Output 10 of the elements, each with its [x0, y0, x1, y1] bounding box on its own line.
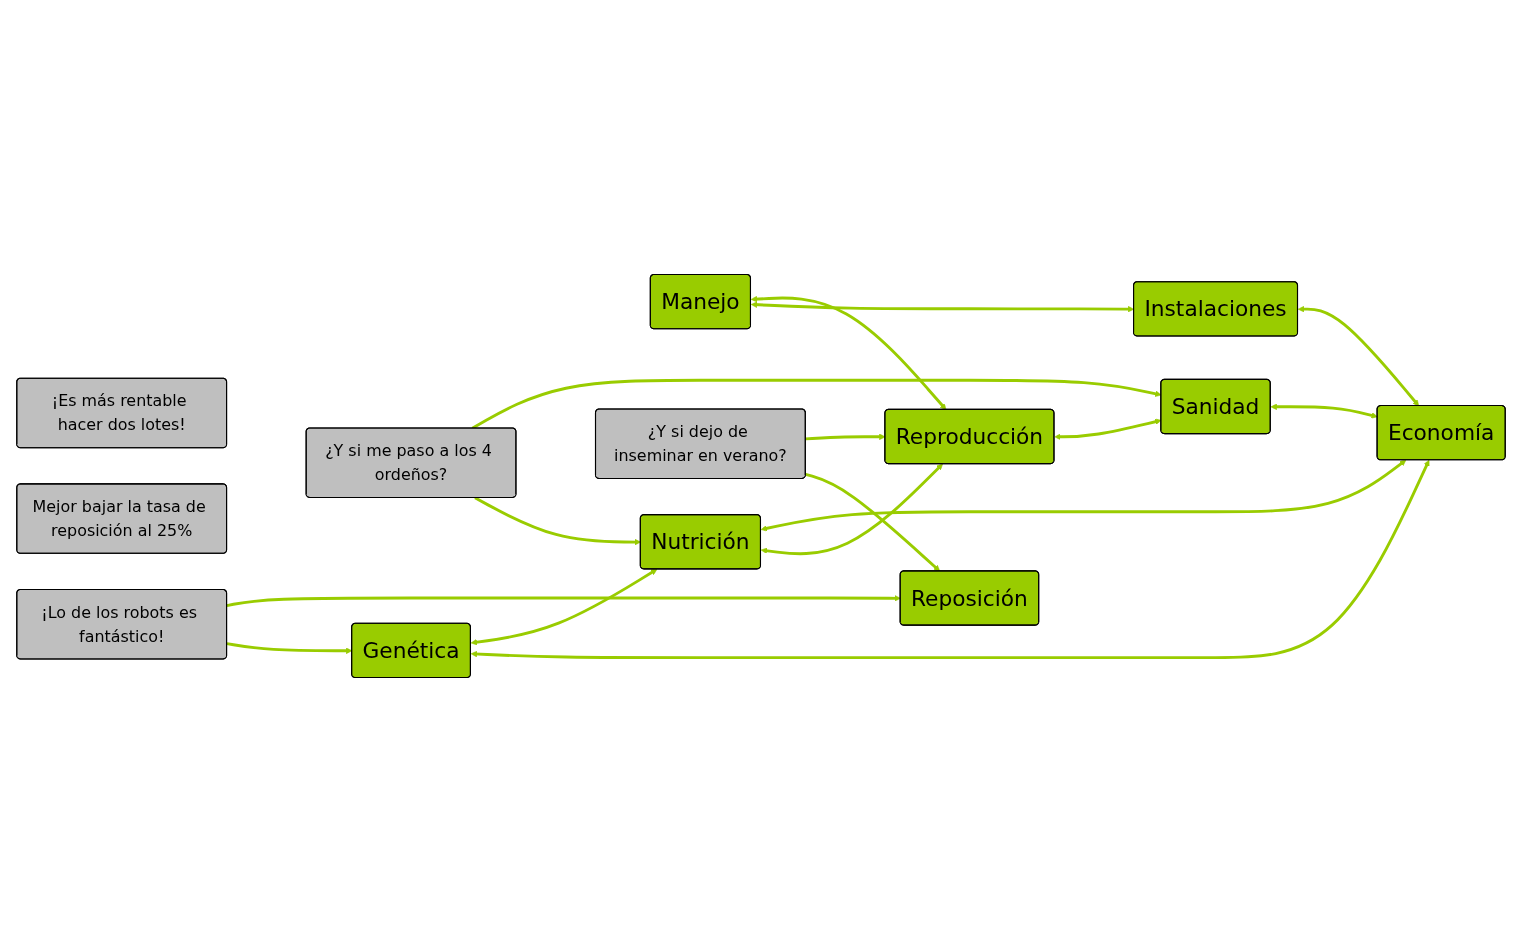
- arrow: [750, 295, 947, 410]
- arrow: [474, 496, 641, 546]
- arrow: [760, 463, 943, 556]
- arrow: [1270, 403, 1378, 419]
- arrow: [760, 459, 1407, 532]
- arrow: [805, 472, 941, 572]
- arrow: [470, 568, 658, 646]
- arrow: [470, 459, 1430, 660]
- arrow: [1297, 305, 1420, 407]
- arrow: [226, 595, 901, 607]
